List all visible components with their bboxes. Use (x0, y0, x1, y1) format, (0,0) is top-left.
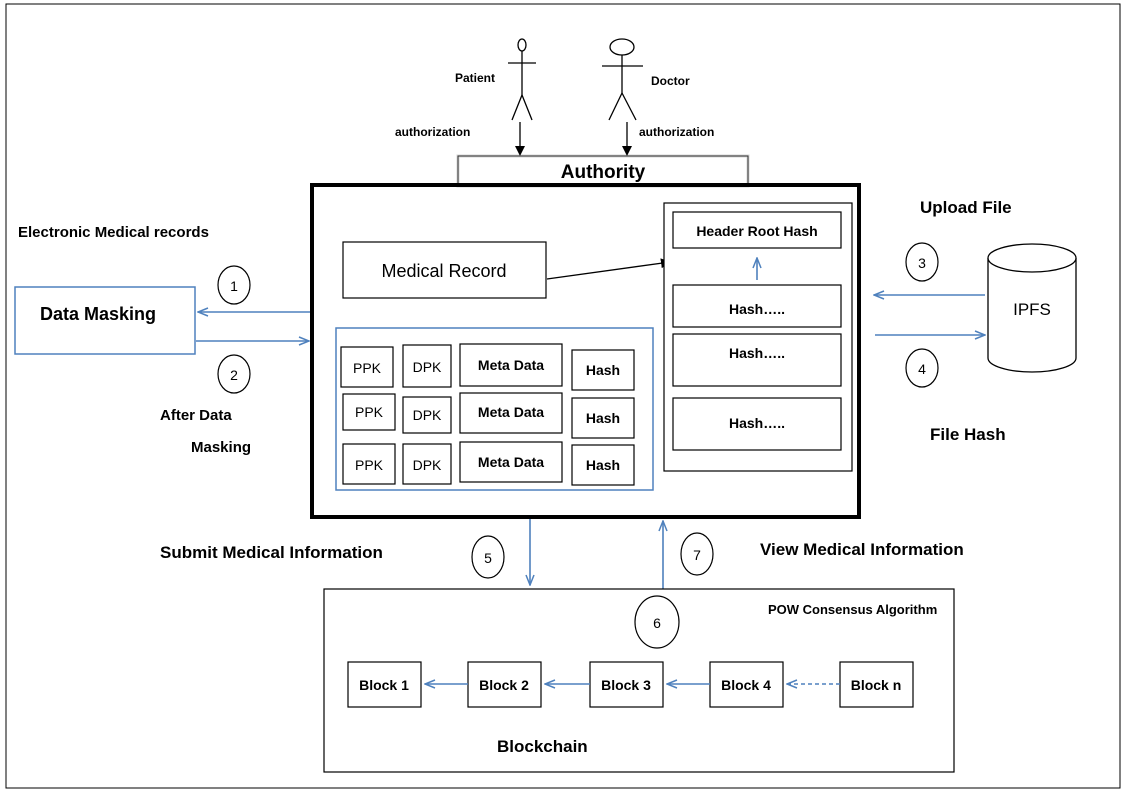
block-n-label: Block n (851, 677, 902, 693)
hash-box-2-label: Hash….. (729, 345, 785, 361)
ipfs-label: IPFS (1013, 300, 1051, 319)
emr-label: Electronic Medical records (18, 224, 209, 241)
step-6-label: 6 (653, 615, 661, 631)
upload-file-label: Upload File (920, 198, 1012, 217)
block-1-label: Block 1 (359, 677, 409, 693)
pow-label: POW Consensus Algorithm (768, 602, 937, 617)
step-3-marker: 3 (905, 242, 939, 282)
data-masking-box: Data Masking (14, 286, 196, 355)
hash-box-1-label: Hash….. (729, 301, 785, 317)
record-row-1: PPK DPK Meta Data Hash (340, 343, 635, 391)
data-masking-label: Data Masking (40, 304, 156, 324)
record-row-3: PPK DPK Meta Data Hash (342, 441, 635, 486)
header-root-hash-label: Header Root Hash (696, 223, 817, 239)
view-info-label: View Medical Information (760, 540, 964, 559)
after-masking-label-line-2: Masking (191, 439, 251, 456)
authority-label: Authority (561, 162, 646, 183)
row-1-dpk: DPK (413, 359, 442, 375)
doctor-authorization-label: authorization (639, 125, 714, 139)
step-6-marker: 6 (634, 595, 680, 649)
main-system-box (310, 183, 861, 519)
patient-label: Patient (455, 71, 495, 85)
ipfs-database-icon: IPFS (987, 243, 1077, 373)
hash-box-3: Hash….. (672, 397, 842, 451)
doctor-stick-figure-icon (602, 38, 643, 121)
block-n: Block n (839, 661, 914, 708)
header-root-hash-box: Header Root Hash (672, 211, 842, 249)
row-3-meta-data: Meta Data (478, 454, 544, 470)
hash-box-1: Hash….. (672, 284, 842, 328)
medical-record-box: Medical Record (342, 241, 547, 299)
patient-authorization-label: authorization (395, 125, 470, 139)
step-1-label: 1 (230, 278, 238, 294)
hash-box-3-label: Hash….. (729, 415, 785, 431)
row-3-dpk: DPK (413, 457, 442, 473)
step-7-label: 7 (693, 547, 701, 563)
row-2-hash: Hash (586, 410, 620, 426)
record-row-2: PPK DPK Meta Data Hash (342, 392, 635, 439)
after-masking-label-line-1: After Data (160, 407, 232, 424)
row-2-dpk: DPK (413, 407, 442, 423)
row-2-meta-data: Meta Data (478, 404, 544, 420)
step-4-label: 4 (918, 361, 926, 377)
step-5-marker: 5 (471, 535, 505, 579)
doctor-label: Doctor (651, 74, 690, 88)
step-2-label: 2 (230, 367, 238, 383)
file-hash-label: File Hash (930, 425, 1006, 444)
row-1-ppk: PPK (353, 360, 382, 376)
step-7-marker: 7 (680, 532, 714, 576)
patient-stick-figure-icon (508, 38, 536, 121)
block-2-label: Block 2 (479, 677, 529, 693)
authority-box: Authority (456, 154, 750, 188)
hash-box-2: Hash….. (672, 333, 842, 387)
step-2-marker: 2 (217, 354, 251, 394)
step-3-label: 3 (918, 255, 926, 271)
block-3-label: Block 3 (601, 677, 651, 693)
blockchain-label: Blockchain (497, 737, 588, 756)
medical-record-label: Medical Record (381, 261, 506, 281)
block-4: Block 4 (709, 661, 784, 708)
row-1-hash: Hash (586, 362, 620, 378)
block-3: Block 3 (589, 661, 664, 708)
step-5-label: 5 (484, 550, 492, 566)
block-4-label: Block 4 (721, 677, 771, 693)
row-1-meta-data: Meta Data (478, 357, 544, 373)
row-2-ppk: PPK (355, 404, 384, 420)
submit-info-label: Submit Medical Information (160, 543, 383, 562)
step-1-marker: 1 (217, 265, 251, 305)
record-table-panel (335, 327, 654, 491)
step-4-marker: 4 (905, 348, 939, 388)
patient-actor: Patient (455, 38, 536, 121)
block-1: Block 1 (347, 661, 422, 708)
outer-frame (5, 3, 1121, 789)
doctor-actor: Doctor (602, 38, 690, 121)
row-3-hash: Hash (586, 457, 620, 473)
row-3-ppk: PPK (355, 457, 384, 473)
record-to-root-hash-arrow (546, 258, 671, 280)
block-2: Block 2 (467, 661, 542, 708)
